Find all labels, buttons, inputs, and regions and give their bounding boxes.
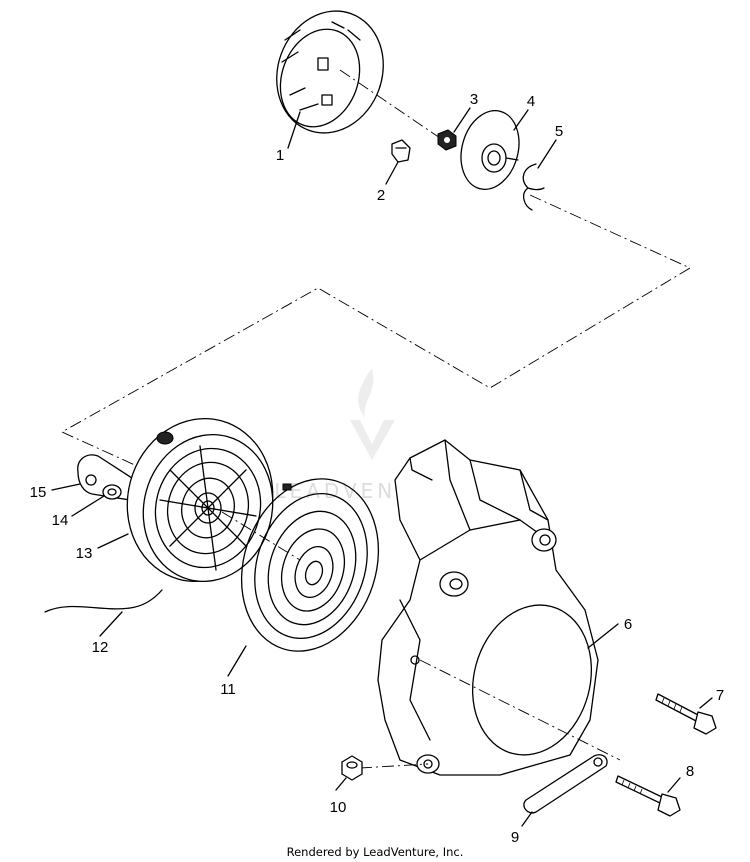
part-2-bolt [391, 139, 411, 163]
footer-credit: Rendered by LeadVenture, Inc. [287, 845, 464, 859]
callout-3: 3 [470, 91, 478, 108]
part-14-washer [102, 484, 122, 500]
callout-6: 6 [624, 616, 632, 633]
part-3-nut [437, 129, 457, 151]
part-12-rope [44, 589, 163, 613]
part-10-nut [341, 755, 363, 781]
part-7-bolt [655, 693, 717, 735]
callout-2: 2 [377, 187, 385, 204]
part-4-pulley [460, 110, 520, 190]
callout-12: 12 [92, 639, 109, 656]
part-8-bolt [615, 775, 681, 817]
callout-14: 14 [52, 512, 69, 529]
part-1-starter-cup [276, 10, 441, 139]
part-5-clip [522, 163, 545, 211]
part-13-reel [126, 417, 301, 583]
part-9-strap [523, 754, 608, 814]
callout-11: 11 [220, 681, 236, 698]
callout-1: 1 [276, 147, 284, 164]
callout-13: 13 [76, 545, 93, 562]
callout-15: 15 [30, 484, 47, 501]
callout-5: 5 [555, 123, 563, 140]
callout-4: 4 [527, 93, 535, 110]
callout-9: 9 [511, 829, 519, 846]
watermark-logo [350, 368, 395, 460]
part-6-starter-housing [359, 439, 621, 776]
callout-8: 8 [686, 763, 694, 780]
routing-line [61, 194, 691, 491]
callout-7: 7 [716, 687, 724, 704]
callout-10: 10 [330, 799, 347, 816]
part-11-recoil-spring [240, 478, 380, 652]
leader-lines [51, 107, 713, 827]
